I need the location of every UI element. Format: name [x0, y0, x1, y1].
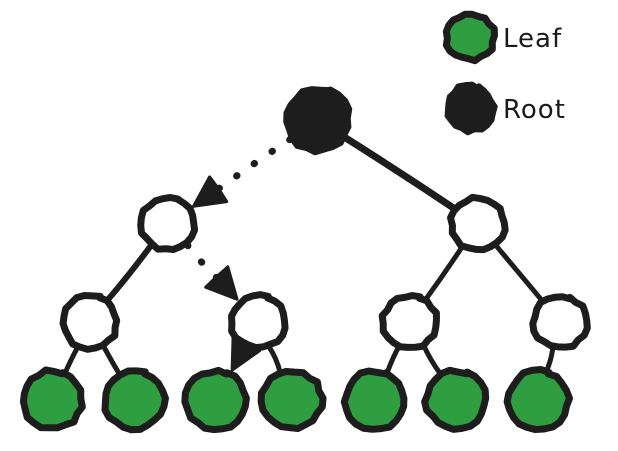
tree-node-leaf-3[interactable] — [181, 366, 250, 434]
tree-node-leaf-7[interactable] — [503, 365, 573, 434]
legend-label-leaf: Leaf — [503, 24, 562, 54]
node-circle-leaf — [257, 367, 327, 433]
node-circle-leaf — [503, 365, 573, 434]
node-circle-leaf — [101, 367, 169, 434]
node-circle-internal — [529, 293, 591, 351]
tree-node-n-l[interactable] — [137, 194, 199, 254]
arrow-root-to-left-dotted-shaft — [209, 135, 294, 197]
legend-label-root: Root — [503, 95, 566, 125]
tree-edge — [492, 241, 546, 305]
node-circle-internal — [447, 193, 509, 254]
tree-node-leaf-2[interactable] — [101, 367, 169, 434]
arrow-root-to-left-group — [192, 135, 294, 208]
arrow-left-to-mid-arrowhead-icon — [204, 265, 239, 301]
tree-node-n-r[interactable] — [447, 193, 509, 254]
tree-edge — [340, 133, 460, 214]
tree-node-n-lr[interactable] — [228, 291, 289, 352]
arrow-root-to-left-arrowhead-icon — [192, 175, 229, 208]
tree-node-n-rr[interactable] — [529, 293, 591, 351]
legend-item-root: Root — [444, 81, 566, 136]
node-circle-internal — [137, 194, 199, 254]
tree-edge — [384, 343, 402, 377]
tree-edge — [265, 343, 283, 376]
node-circle-leaf — [340, 367, 408, 433]
tree-edge — [420, 341, 444, 378]
tree-edge — [103, 241, 155, 305]
node-circle-leaf — [19, 366, 86, 432]
tree-edge — [62, 342, 82, 377]
arrow-left-to-mid-group — [184, 241, 239, 301]
tree-node-n-ll[interactable] — [59, 291, 121, 353]
tree-node-root[interactable] — [283, 86, 353, 156]
tree-node-n-rl[interactable] — [378, 292, 440, 351]
tree-node-leaf-5[interactable] — [340, 367, 408, 433]
node-circle-internal — [228, 291, 289, 352]
legend-item-leaf: Leaf — [442, 10, 562, 65]
edges-layer — [62, 133, 556, 378]
node-circle-leaf — [421, 366, 490, 433]
legend-swatch-root-circle — [444, 81, 498, 136]
tree-edge — [422, 242, 466, 304]
node-circle-leaf — [181, 366, 250, 434]
tree-node-leaf-4[interactable] — [257, 367, 327, 433]
node-circle-internal — [378, 292, 440, 351]
tree-edge — [100, 342, 123, 378]
tree-node-leaf-6[interactable] — [421, 366, 490, 433]
nodes-layer — [19, 86, 591, 434]
node-circle-root — [283, 86, 353, 156]
legend-swatch-leaf-circle — [442, 10, 498, 65]
node-circle-internal — [59, 291, 121, 353]
traversal-arrows-layer — [184, 135, 294, 372]
tree-node-leaf-1[interactable] — [19, 366, 86, 432]
